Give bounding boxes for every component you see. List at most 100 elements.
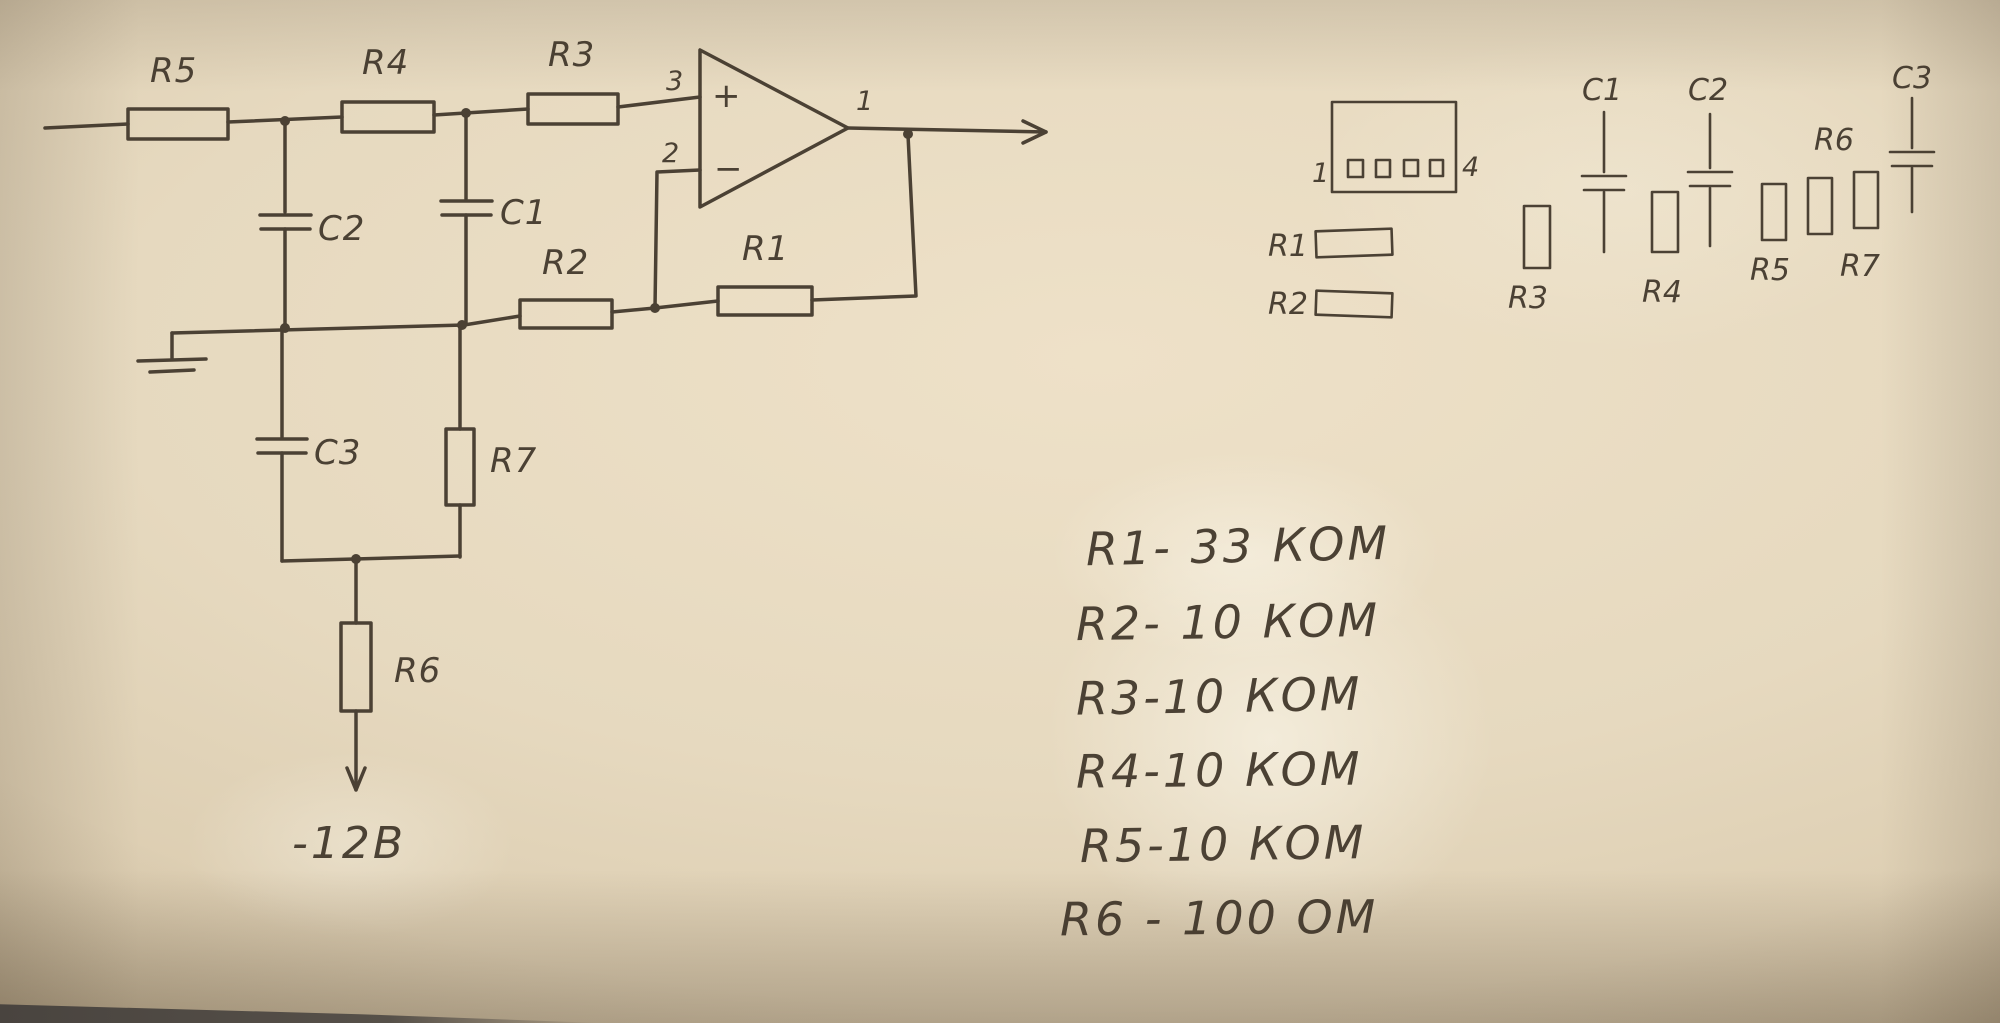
output-wire bbox=[846, 126, 1048, 134]
opamp-pin2-label: 2 bbox=[662, 138, 679, 169]
node-dot bbox=[280, 116, 290, 126]
bottom-rail bbox=[280, 554, 462, 563]
opamp-plus-sign: + bbox=[712, 76, 741, 116]
pcb-r2: R2 bbox=[1268, 287, 1394, 322]
ic-pin1-label: 1 bbox=[1312, 158, 1329, 189]
capacitor-c3: C3 bbox=[255, 325, 361, 563]
resistor-r6: R6 -12В bbox=[292, 556, 441, 869]
r2-label: R2 bbox=[542, 243, 589, 283]
pcb-r3-body bbox=[1522, 204, 1552, 270]
ic-pad bbox=[1402, 158, 1420, 178]
pcb-r5-label: R5 bbox=[1750, 253, 1790, 288]
resistor-r3: R3 bbox=[526, 35, 620, 126]
parts-list-item: R4-10 КОМ bbox=[1076, 742, 1363, 799]
resistor-r5: R5 bbox=[126, 51, 230, 141]
pcb-r4-body bbox=[1650, 190, 1680, 254]
pcb-r3-label: R3 bbox=[1508, 281, 1548, 316]
parts-list-item: R5-10 КОМ bbox=[1080, 815, 1367, 873]
pcb-c1: C1 bbox=[1580, 73, 1628, 254]
pcb-c1-symbol bbox=[1580, 110, 1628, 254]
c3-plates bbox=[255, 437, 309, 455]
pcb-r2-body bbox=[1314, 289, 1394, 319]
pcb-r2-label: R2 bbox=[1268, 287, 1308, 322]
pcb-r6: R6 bbox=[1806, 123, 1854, 236]
pcb-r7: R7 bbox=[1840, 170, 1880, 284]
pcb-r6-label: R6 bbox=[1814, 123, 1854, 158]
node-dot bbox=[351, 554, 361, 564]
schematic: R5 R4 R3 R2 R1 bbox=[43, 35, 1048, 869]
resistor-r4: R4 bbox=[340, 43, 436, 134]
pcb-r7-label: R7 bbox=[1840, 249, 1880, 284]
wire-r3-opamp bbox=[616, 95, 702, 109]
node-dot bbox=[457, 320, 467, 330]
pcb-r6-body bbox=[1806, 176, 1834, 236]
pcb-r3: R3 bbox=[1508, 204, 1552, 316]
r3-body bbox=[526, 92, 620, 126]
supply-label: -12В bbox=[292, 818, 406, 869]
ic-outline bbox=[1330, 100, 1458, 194]
ground-icon bbox=[136, 331, 208, 374]
opamp-minus-sign: − bbox=[714, 149, 743, 189]
opamp: + − 3 2 1 bbox=[662, 48, 873, 209]
r6-body bbox=[339, 621, 373, 713]
opamp-triangle bbox=[698, 48, 850, 209]
schematic-wires bbox=[43, 95, 1048, 563]
ic-pad bbox=[1428, 158, 1445, 178]
resistor-r2: R2 bbox=[518, 243, 614, 330]
capacitor-c2: C2 bbox=[258, 119, 365, 331]
output-arrow-icon bbox=[1021, 119, 1048, 145]
parts-list-item: R3-10 КОМ bbox=[1075, 667, 1362, 726]
pcb-r1: R1 bbox=[1268, 227, 1394, 264]
pcb-c3-symbol bbox=[1888, 96, 1936, 214]
wire-inverting-input bbox=[653, 168, 702, 310]
pcb-r5-body bbox=[1760, 182, 1788, 242]
r5-label: R5 bbox=[150, 51, 197, 91]
capacitor-c1: C1 bbox=[439, 111, 547, 325]
node-dot bbox=[461, 108, 471, 118]
wire-r2 bbox=[462, 306, 657, 327]
pcb-r4-label: R4 bbox=[1642, 275, 1682, 310]
ic-pad bbox=[1374, 158, 1392, 179]
parts-list-item: R2- 10 КОМ bbox=[1076, 593, 1381, 651]
pcb-c3-label: C3 bbox=[1892, 61, 1932, 96]
resistor-r1: R1 bbox=[716, 229, 814, 317]
c2-label: C2 bbox=[318, 209, 365, 249]
pcb-c1-label: C1 bbox=[1582, 73, 1622, 108]
pcb-c2: C2 bbox=[1686, 73, 1734, 248]
opamp-pin1-label: 1 bbox=[856, 86, 873, 117]
r2-body bbox=[518, 298, 614, 330]
r4-body bbox=[340, 100, 436, 134]
opamp-pin3-label: 3 bbox=[666, 66, 683, 97]
pcb-r1-label: R1 bbox=[1268, 229, 1308, 264]
c1-label: C1 bbox=[500, 193, 547, 233]
ground-rail bbox=[170, 323, 466, 335]
parts-list: R1- 33 КОМ R2- 10 КОМ R3-10 КОМ R4-10 КО… bbox=[1060, 516, 1391, 947]
r3-label: R3 bbox=[548, 35, 595, 75]
pcb-sketch: 1 4 R1 R2 R3 C1 R4 bbox=[1268, 61, 1936, 322]
pcb-c3: C3 bbox=[1888, 61, 1936, 214]
junction-dots bbox=[280, 108, 913, 564]
pcb-r4: R4 bbox=[1642, 190, 1682, 310]
parts-list-item: R6 - 100 ОМ bbox=[1060, 890, 1379, 947]
input-wire bbox=[43, 122, 130, 130]
r4-label: R4 bbox=[362, 43, 409, 83]
node-dot bbox=[650, 303, 660, 313]
c1-plates bbox=[439, 199, 494, 217]
r7-body bbox=[444, 427, 476, 507]
wire-feedback bbox=[653, 133, 918, 310]
supply-arrow-icon bbox=[345, 766, 367, 792]
pcb-c2-symbol bbox=[1686, 112, 1734, 248]
ic-pad bbox=[1346, 158, 1365, 179]
resistor-r7: R7 bbox=[444, 323, 536, 559]
r1-body bbox=[716, 285, 814, 317]
r1-label: R1 bbox=[742, 229, 789, 269]
parts-list-item: R1- 33 КОМ bbox=[1085, 516, 1390, 576]
r6-label: R6 bbox=[394, 651, 441, 691]
pcb-r1-body bbox=[1314, 227, 1394, 259]
r5-body bbox=[126, 107, 230, 141]
wire-r4-r3 bbox=[432, 107, 530, 117]
node-dot bbox=[903, 129, 913, 139]
c3-label: C3 bbox=[314, 433, 361, 473]
